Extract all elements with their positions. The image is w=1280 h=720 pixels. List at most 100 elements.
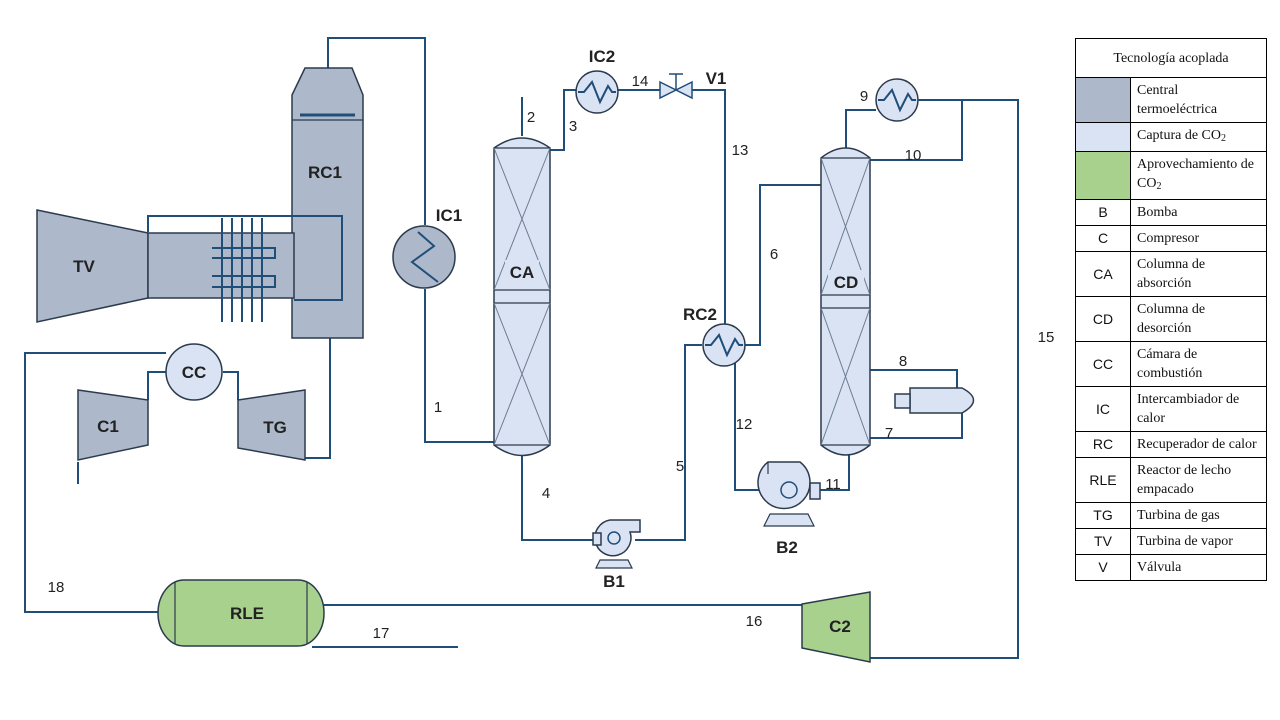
cd-condenser-exchanger (875, 78, 919, 122)
legend-code: V (1075, 554, 1131, 581)
c2-compressor: C2 (801, 591, 871, 663)
v1-label: V1 (706, 69, 727, 88)
subscript: 2 (1220, 133, 1226, 144)
legend-color-label: Captura de CO2 (1130, 122, 1267, 152)
stream-number: 14 (632, 73, 649, 90)
rc1-label: RC1 (308, 163, 342, 182)
stream-number: 12 (736, 416, 753, 433)
legend-description: Válvula (1130, 554, 1267, 581)
legend-title: Tecnología acoplada (1075, 38, 1267, 78)
legend-code: IC (1075, 386, 1131, 432)
legend-description: Recuperador de calor (1130, 431, 1267, 458)
b1-label: B1 (603, 572, 625, 591)
stream-numbers: 1 2 3 4 5 6 7 8 9 10 11 12 13 14 15 16 1… (48, 73, 1055, 642)
legend-description: Reactor de lecho empacado (1130, 457, 1267, 503)
b1-pump: B1 (592, 519, 641, 591)
legend-color-row: Aprovechamiento de CO2 (1075, 151, 1267, 200)
stream-number: 6 (770, 246, 778, 263)
stream-number: 15 (1038, 329, 1055, 346)
c1-label: C1 (97, 417, 119, 436)
cc-label: CC (182, 363, 207, 382)
legend-code: TV (1075, 528, 1131, 555)
stream-number: 7 (885, 425, 893, 442)
legend-description: Columna de desorción (1130, 296, 1267, 342)
ic2-heat-exchanger: IC2 (575, 47, 619, 114)
rle-packed-bed-reactor: RLE (157, 579, 325, 647)
stream-number: 5 (676, 458, 684, 475)
cd-reboiler (894, 387, 975, 414)
legend-code: CA (1075, 251, 1131, 297)
stream-number: 2 (527, 109, 535, 126)
legend-color-row: Captura de CO2 (1075, 122, 1267, 152)
v1-valve: V1 (659, 69, 727, 100)
subscript: 2 (1156, 181, 1162, 192)
legend-color-swatch (1075, 122, 1131, 152)
stream-number: 18 (48, 579, 65, 596)
c2-label: C2 (829, 617, 851, 636)
legend-description: Bomba (1130, 199, 1267, 226)
stream-number: 10 (905, 147, 922, 164)
stream-number: 11 (825, 476, 841, 493)
ca-absorption-column: CA (493, 137, 551, 457)
rc2-heat-recovery: RC2 (683, 305, 746, 367)
stream-number: 4 (542, 485, 550, 502)
stream-number: 1 (434, 399, 442, 416)
ic1-label: IC1 (436, 206, 462, 225)
ca-label: CA (510, 263, 535, 282)
legend-code: C (1075, 225, 1131, 252)
process-flow-diagram: RC1 TV IC1 CC C1 TG CA (24, 37, 1055, 663)
legend-color-label: Central termoeléctrica (1130, 77, 1267, 123)
stream-number: 17 (373, 625, 390, 642)
legend-description: Intercambiador de calor (1130, 386, 1267, 432)
stream-number: 8 (899, 353, 907, 370)
b2-pump: B2 (757, 461, 821, 557)
rc1-tubes (148, 215, 343, 322)
stream-number: 13 (732, 142, 749, 159)
legend-code: CD (1075, 296, 1131, 342)
rle-label: RLE (230, 604, 264, 623)
c1-compressor: C1 (77, 389, 149, 461)
legend-code: B (1075, 199, 1131, 226)
tv-steam-turbine: TV (36, 209, 295, 323)
legend-color-row: Central termoeléctrica (1075, 77, 1267, 123)
stream-number: 16 (746, 613, 763, 630)
rc2-label: RC2 (683, 305, 717, 324)
legend-code: TG (1075, 502, 1131, 529)
stream-number: 3 (569, 118, 577, 135)
legend-color-swatch (1075, 151, 1131, 200)
legend-description: Cámara de combustión (1130, 341, 1267, 387)
rc1-heat-recovery: RC1 (291, 67, 364, 339)
tv-label: TV (73, 257, 95, 276)
ic2-label: IC2 (589, 47, 615, 66)
ic1-heat-exchanger: IC1 (392, 206, 462, 289)
stream-number: 9 (860, 88, 868, 105)
legend-color-label: Aprovechamiento de CO2 (1130, 151, 1267, 200)
legend-description: Turbina de vapor (1130, 528, 1267, 555)
legend-code: CC (1075, 341, 1131, 387)
legend-description: Compresor (1130, 225, 1267, 252)
legend-description: Columna de absorción (1130, 251, 1267, 297)
tg-label: TG (263, 418, 287, 437)
cd-desorption-column: CD (820, 147, 871, 456)
legend-code: RC (1075, 431, 1131, 458)
legend-color-swatch (1075, 77, 1131, 123)
legend-code: RLE (1075, 457, 1131, 503)
cd-label: CD (834, 273, 859, 292)
tg-gas-turbine: TG (237, 389, 306, 461)
cc-combustion-chamber: CC (165, 343, 223, 401)
legend-description: Turbina de gas (1130, 502, 1267, 529)
legend-table: Tecnología acoplada Central termoeléctri… (1075, 38, 1267, 581)
b2-label: B2 (776, 538, 798, 557)
